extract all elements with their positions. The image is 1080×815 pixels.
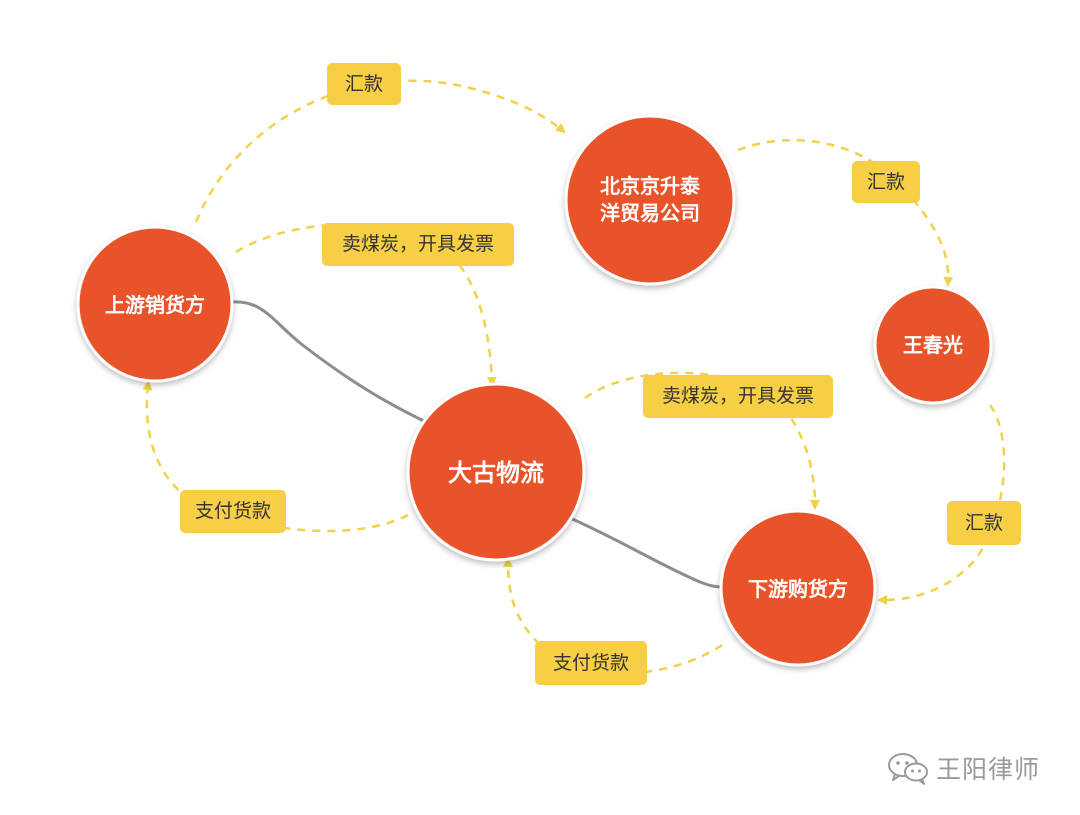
label-pay-bottom-text: 支付货款 <box>553 652 629 674</box>
node-upstream-seller: 上游销货方 <box>76 225 234 383</box>
watermark: 王阳律师 <box>886 748 1040 788</box>
label-pay-left: 支付货款 <box>180 490 286 533</box>
arrow-pay-downstream-to-dagu <box>503 557 723 675</box>
label-remit-lower-right: 汇款 <box>947 501 1021 545</box>
label-sell-coal-right-text: 卖煤炭，开具发票 <box>662 385 814 407</box>
label-sell-coal-right: 卖煤炭，开具发票 <box>643 375 833 418</box>
label-sell-coal-left: 卖煤炭，开具发票 <box>322 223 514 266</box>
node-wang-chunguang-label: 王春光 <box>903 333 963 357</box>
label-remit-right-text: 汇款 <box>867 171 905 193</box>
node-downstream-buyer-label: 下游购货方 <box>748 577 848 601</box>
label-pay-bottom: 支付货款 <box>535 641 647 685</box>
node-dagu-logistics-label: 大古物流 <box>448 458 544 487</box>
node-wang-chunguang: 王春光 <box>873 285 993 405</box>
node-downstream-buyer: 下游购货方 <box>719 509 877 667</box>
node-upstream-seller-label: 上游销货方 <box>105 293 205 317</box>
arrow-remit-wang-to-downstream <box>877 404 1006 605</box>
label-sell-coal-left-text: 卖煤炭，开具发票 <box>342 233 494 255</box>
arrow-remit-upstream-to-beijing <box>194 79 566 223</box>
label-pay-left-text: 支付货款 <box>195 500 271 522</box>
label-remit-lower-right-text: 汇款 <box>965 512 1003 534</box>
link-upstream-to-dagu <box>230 300 434 427</box>
link-dagu-to-downstream <box>568 516 724 589</box>
node-beijing-company: 北京京升泰 洋贸易公司 <box>564 114 736 286</box>
watermark-text: 王阳律师 <box>936 755 1041 784</box>
node-beijing-company-line1: 北京京升泰 <box>600 174 701 198</box>
node-beijing-company-line2: 洋贸易公司 <box>600 201 700 225</box>
label-remit-top: 汇款 <box>327 63 401 105</box>
wechat-icon <box>888 753 928 785</box>
label-remit-right: 汇款 <box>852 161 920 203</box>
label-remit-top-text: 汇款 <box>345 73 383 95</box>
node-dagu-logistics: 大古物流 <box>406 382 586 562</box>
